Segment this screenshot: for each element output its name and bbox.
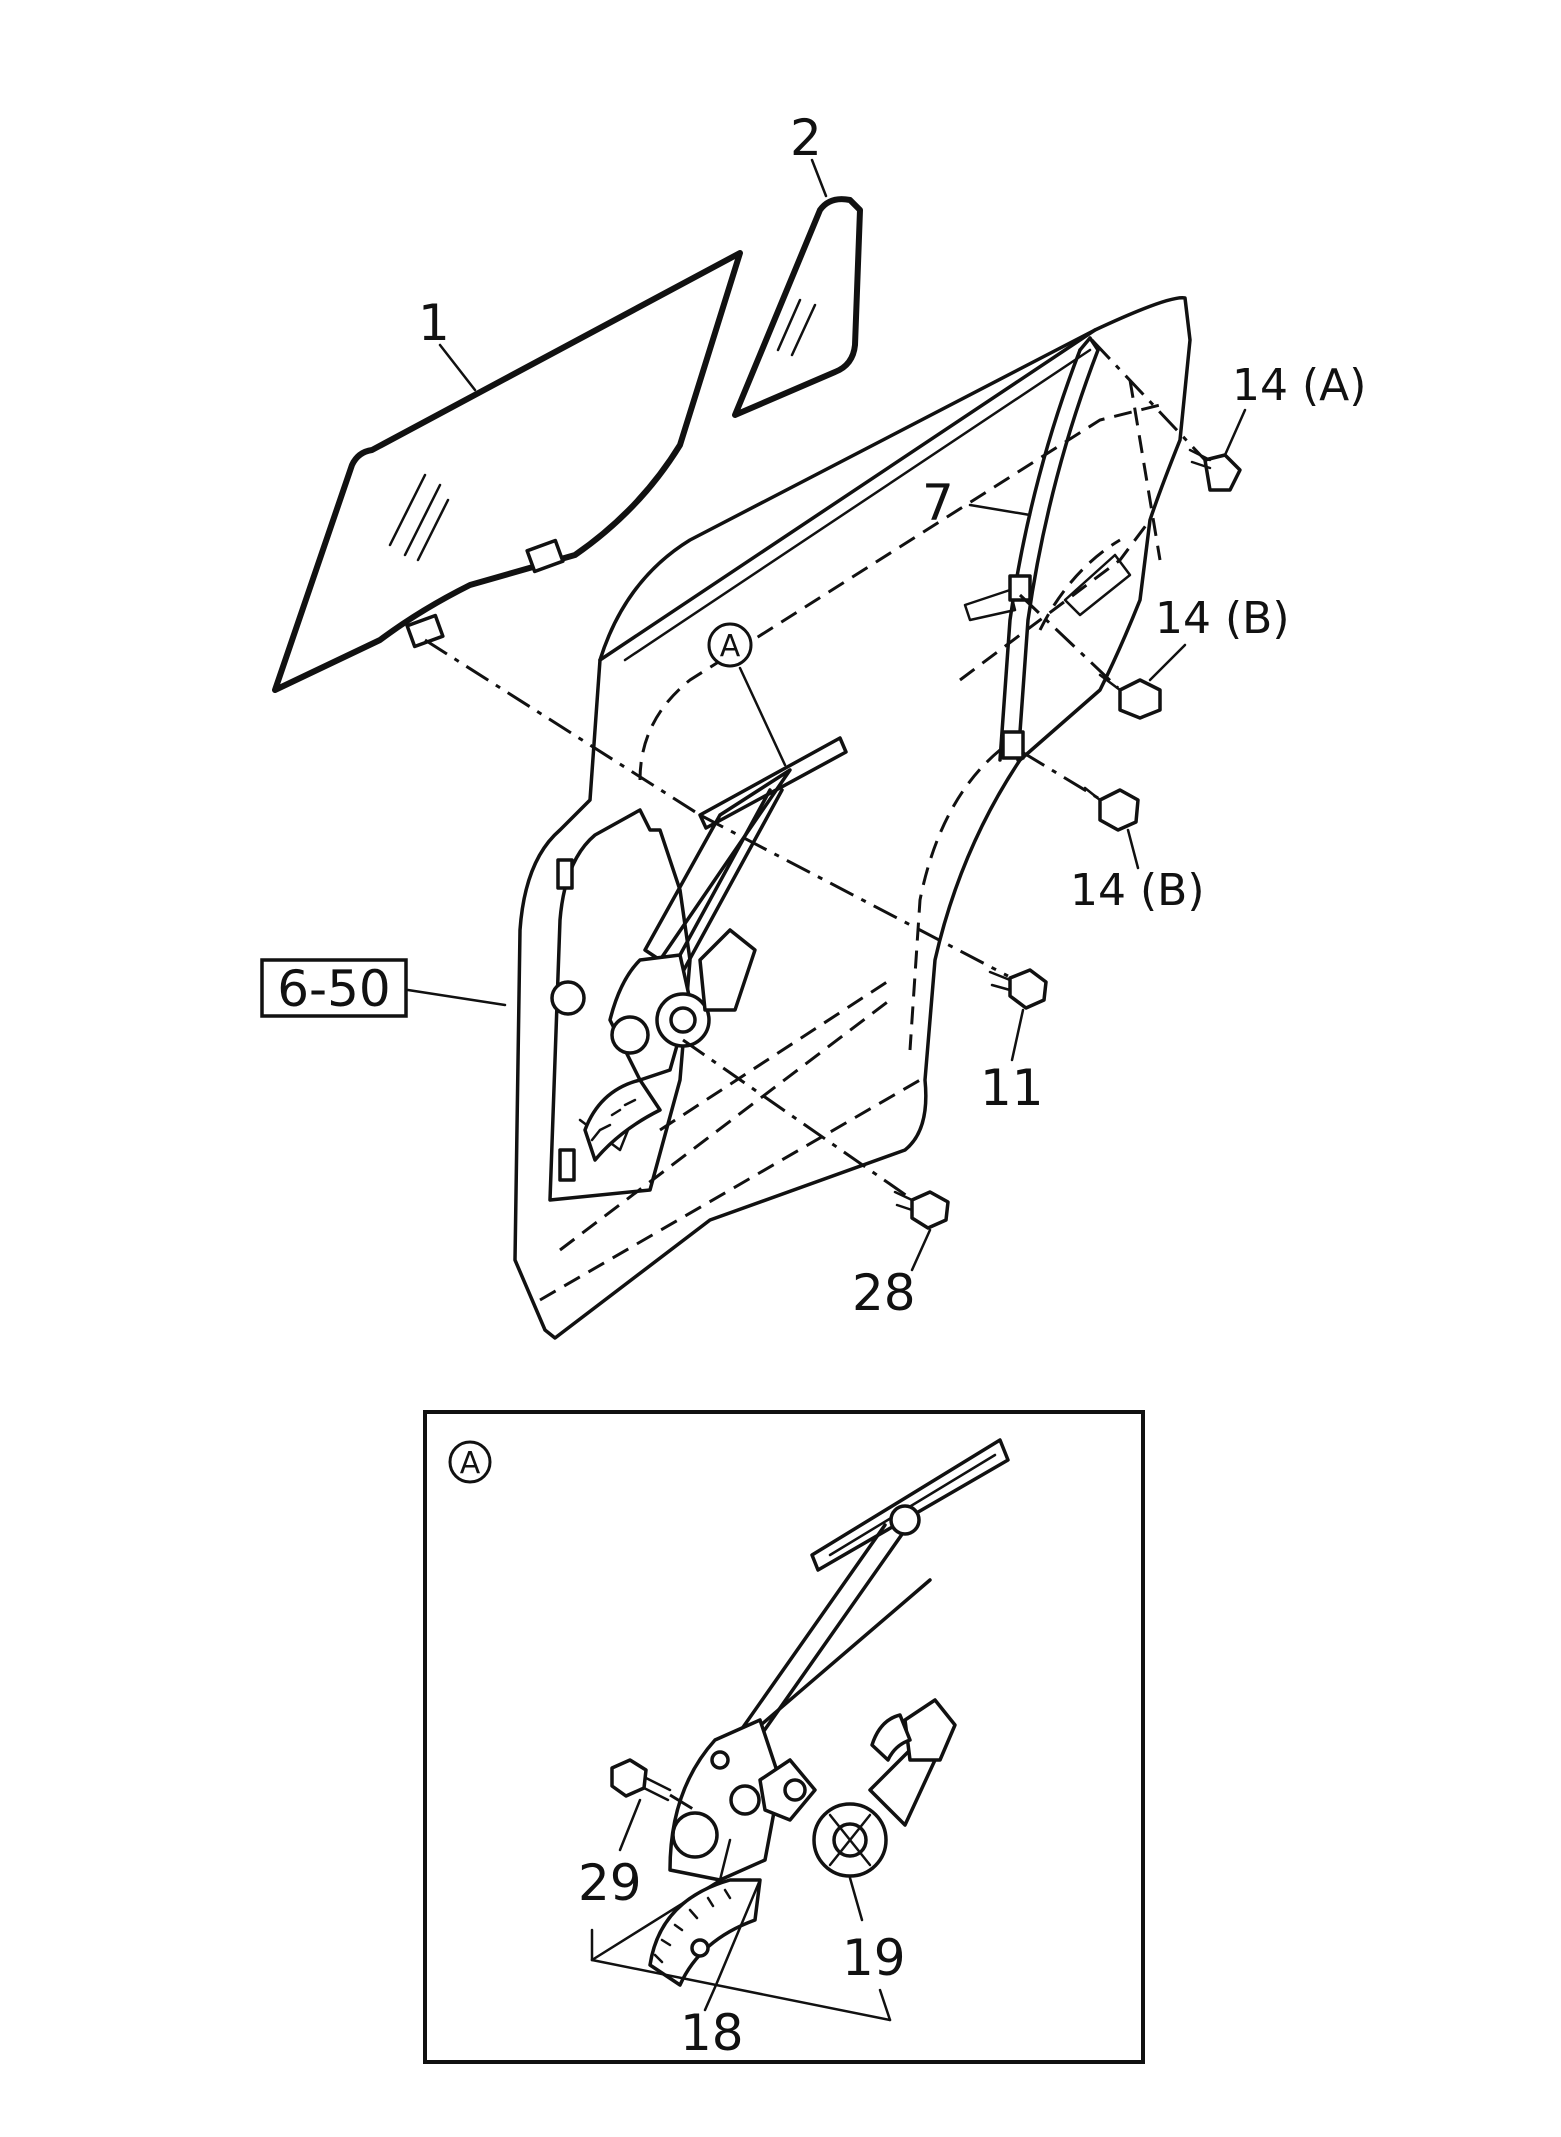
- leader-lines: [406, 158, 1247, 1272]
- bolt-11: [988, 968, 1048, 1010]
- assembly-lines: [424, 338, 1207, 1200]
- bolt-14b-lower: [1083, 786, 1140, 832]
- view-a-marker: A: [707, 622, 753, 668]
- callout-part-29: 29: [578, 1854, 642, 1912]
- svg-text:6-50: 6-50: [277, 960, 390, 1018]
- callout-part-28: 28: [852, 1264, 916, 1322]
- door-glass-part-1: [272, 250, 743, 693]
- callout-part-14b-upper: 14 (B): [1155, 593, 1290, 644]
- callout-part-14b-lower: 14 (B): [1070, 865, 1205, 916]
- callout-part-1: 1: [418, 294, 450, 352]
- callout-part-18: 18: [680, 2004, 744, 2062]
- callout-part-19: 19: [842, 1929, 906, 1987]
- callout-part-11: 11: [980, 1059, 1044, 1117]
- run-channel-part-7: [998, 336, 1100, 762]
- detail-view-a-marker: A: [448, 1440, 492, 1484]
- window-regulator-installed: [583, 736, 848, 1162]
- callout-part-2: 2: [790, 109, 822, 167]
- svg-text:A: A: [460, 1446, 481, 1481]
- callout-part-14a: 14 (A): [1232, 360, 1366, 411]
- callout-part-7: 7: [922, 474, 954, 532]
- detail-view-a: A: [423, 1410, 1145, 2064]
- door-panel: [513, 296, 1192, 1340]
- bolt-14a: [1188, 448, 1242, 492]
- svg-text:A: A: [720, 629, 741, 664]
- bolt-28: [893, 1190, 950, 1230]
- reference-box-6-50: 6-50: [260, 958, 408, 1018]
- quarter-glass-part-2: [732, 196, 863, 418]
- bolt-14b-upper: [1098, 673, 1162, 720]
